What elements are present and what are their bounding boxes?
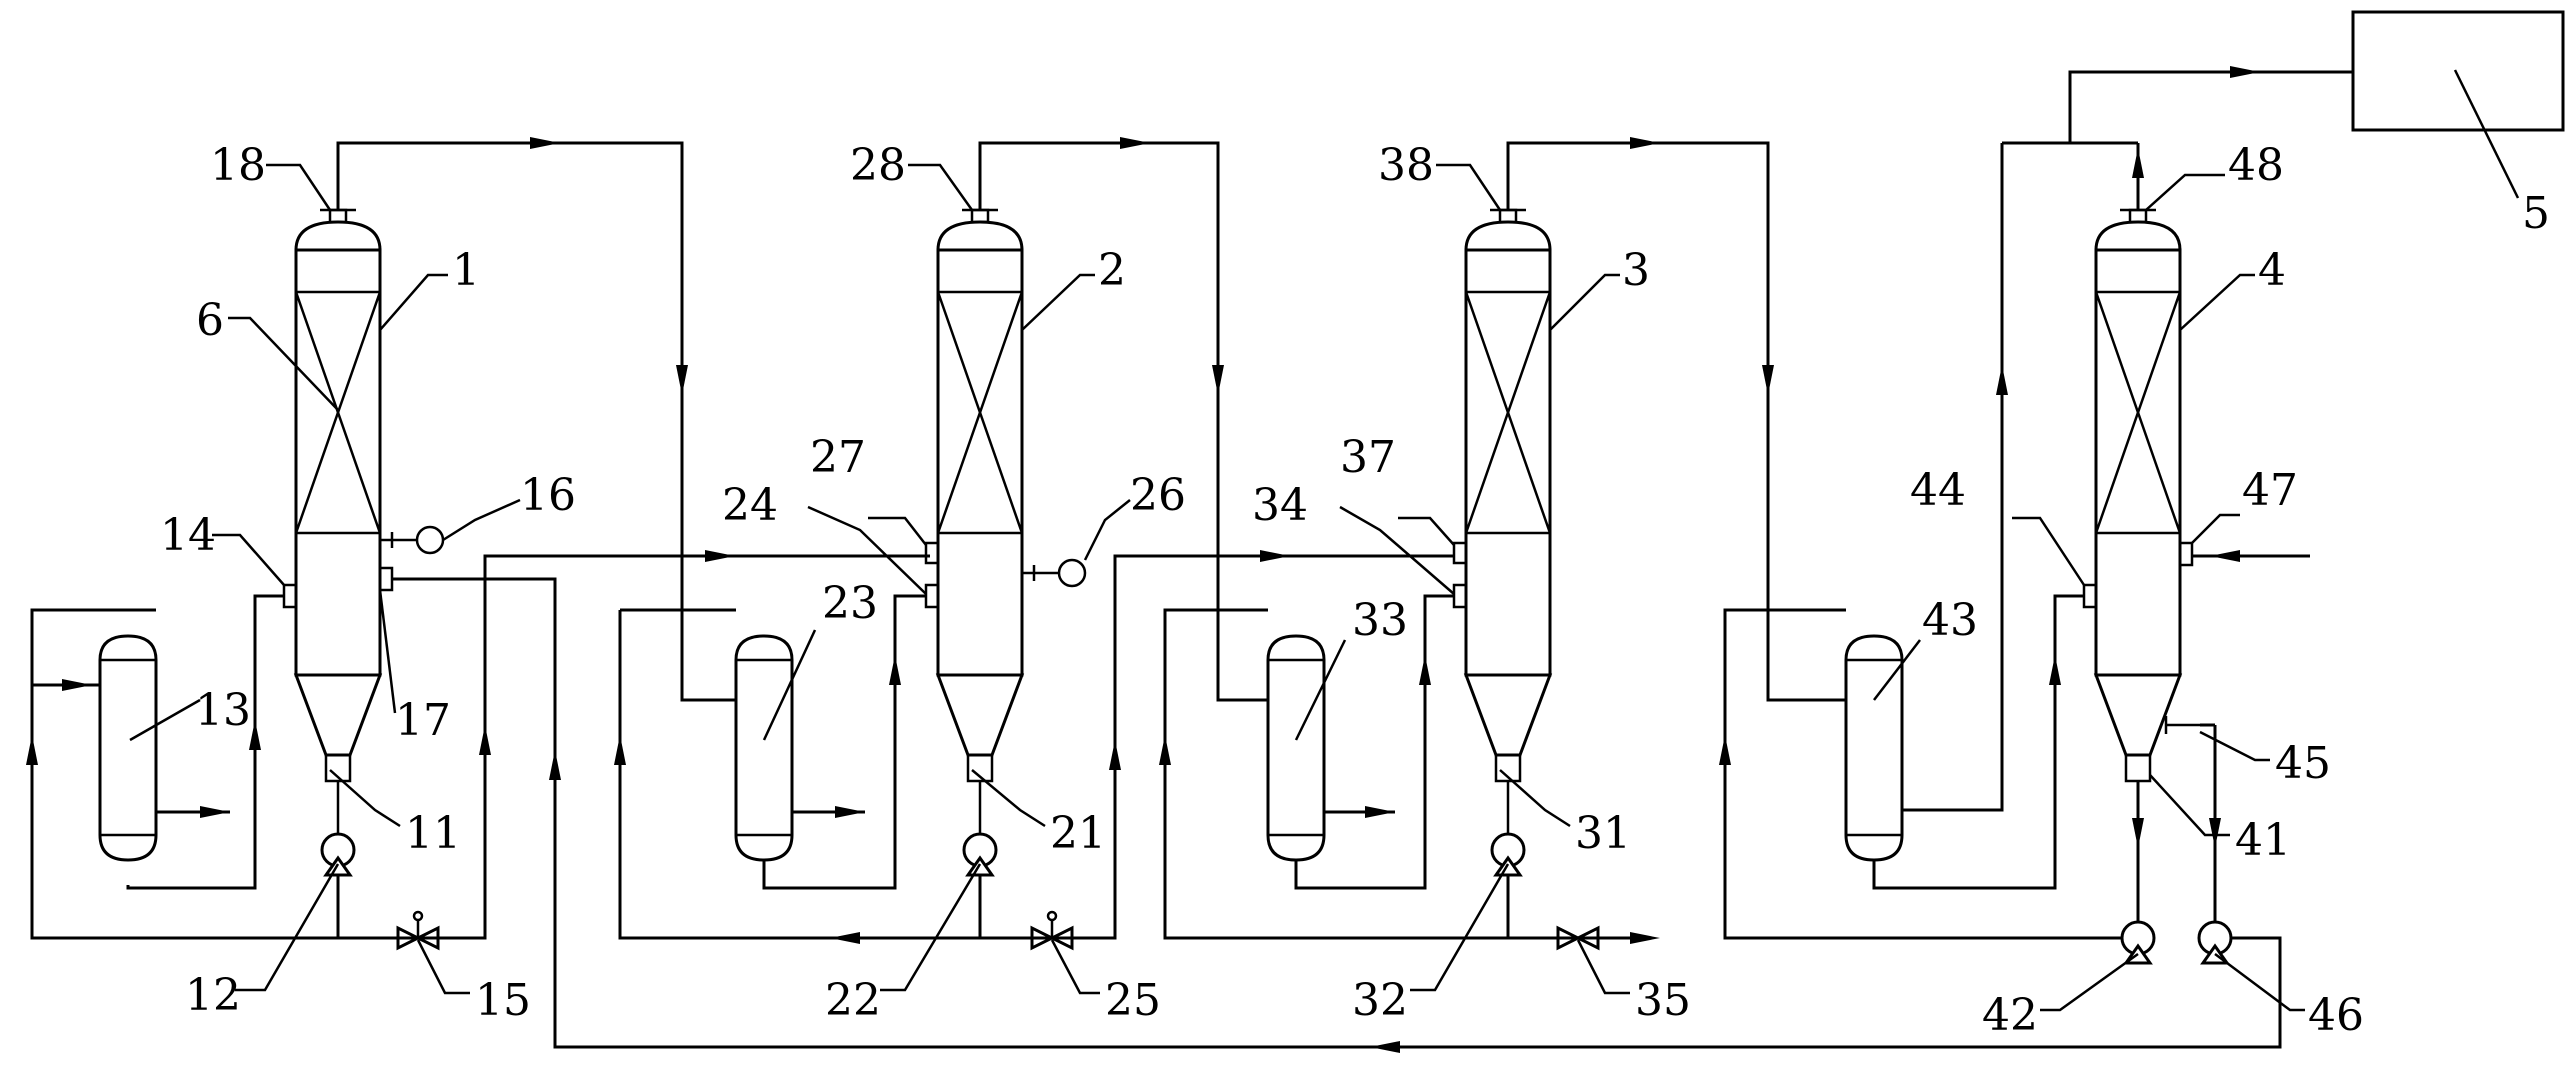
label-6: 6 <box>196 295 224 346</box>
column-2 <box>924 208 1087 783</box>
labels: 18 1 6 14 16 13 17 11 12 15 28 2 27 26 2… <box>160 140 2550 1041</box>
label-17: 17 <box>395 695 451 746</box>
label-23: 23 <box>822 578 878 629</box>
column-3 <box>1452 208 1553 783</box>
vessel-5 <box>2351 10 2565 132</box>
label-32: 32 <box>1352 975 1408 1026</box>
label-22: 22 <box>825 975 881 1026</box>
label-41: 41 <box>2235 815 2291 866</box>
label-48: 48 <box>2228 140 2284 191</box>
label-24: 24 <box>722 480 778 531</box>
label-45: 45 <box>2275 738 2331 789</box>
label-14: 14 <box>160 510 216 561</box>
label-43: 43 <box>1922 595 1978 646</box>
label-44: 44 <box>1910 465 1966 516</box>
column-4 <box>2082 208 2200 783</box>
label-28: 28 <box>850 140 906 191</box>
column-1 <box>282 208 445 783</box>
label-18: 18 <box>210 140 266 191</box>
label-47: 47 <box>2242 465 2298 516</box>
label-35: 35 <box>1635 975 1691 1026</box>
label-12: 12 <box>185 970 241 1021</box>
label-26: 26 <box>1130 470 1186 521</box>
pump-12 <box>320 781 356 877</box>
label-37: 37 <box>1340 432 1396 483</box>
label-21: 21 <box>1050 808 1106 859</box>
pump-42 <box>2120 920 2156 965</box>
label-25: 25 <box>1105 975 1161 1026</box>
leader-lines <box>129 163 2305 1012</box>
exchanger-43 <box>1844 634 1904 862</box>
label-13: 13 <box>195 685 251 736</box>
label-3: 3 <box>1622 245 1650 296</box>
label-2: 2 <box>1098 245 1126 296</box>
label-15: 15 <box>475 975 531 1026</box>
label-5: 5 <box>2522 188 2550 239</box>
pump-22 <box>962 781 998 877</box>
label-1: 1 <box>452 245 480 296</box>
label-16: 16 <box>520 470 576 521</box>
label-34: 34 <box>1252 480 1308 531</box>
pump-46 <box>2197 920 2233 965</box>
label-38: 38 <box>1378 140 1434 191</box>
label-27: 27 <box>810 432 866 483</box>
label-46: 46 <box>2308 990 2364 1041</box>
label-11: 11 <box>405 808 461 859</box>
exchanger-13 <box>98 634 158 862</box>
label-31: 31 <box>1575 808 1631 859</box>
pump-32 <box>1490 781 1526 877</box>
label-42: 42 <box>1982 990 2038 1041</box>
exchanger-23 <box>734 634 794 862</box>
flow-arrows <box>26 66 2260 1053</box>
label-33: 33 <box>1352 595 1408 646</box>
label-4: 4 <box>2258 245 2286 296</box>
exchanger-33 <box>1266 634 1326 862</box>
